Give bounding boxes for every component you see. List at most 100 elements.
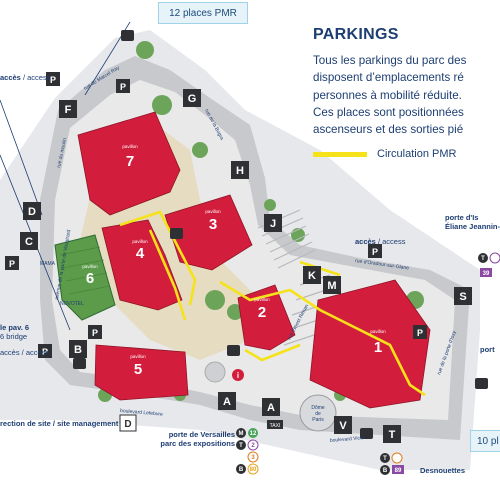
marker-c[interactable]: C bbox=[20, 232, 38, 250]
legend-title: PARKINGS bbox=[313, 26, 399, 43]
parking-icon-p2[interactable]: P bbox=[116, 79, 130, 93]
pavilion-2-building bbox=[237, 284, 296, 351]
transit-icons: M 12 T 2 3 B 80 T T B 89 39 bbox=[236, 252, 500, 475]
pmr-places-callout-top: 12 places PMR bbox=[158, 2, 248, 24]
svg-text:A: A bbox=[223, 396, 231, 408]
tram-line-2 bbox=[247, 439, 259, 451]
pmr-line-swatch bbox=[313, 151, 367, 157]
legend-line: disposent d’emplacements ré bbox=[313, 71, 464, 85]
metro-icon bbox=[236, 428, 246, 438]
metro-line-12 bbox=[248, 428, 258, 438]
marker-s[interactable]: S bbox=[454, 287, 472, 305]
svg-text:G: G bbox=[188, 93, 197, 105]
svg-text:NOVOTEL: NOVOTEL bbox=[60, 301, 84, 307]
marker-a-right[interactable]: A bbox=[262, 398, 280, 416]
bike-icon bbox=[227, 345, 240, 356]
pavilion-1-building bbox=[309, 279, 431, 409]
svg-text:J: J bbox=[270, 218, 276, 230]
svg-text:7: 7 bbox=[126, 153, 134, 170]
marker-v[interactable]: V bbox=[334, 416, 352, 434]
access-label-right: accès / access bbox=[355, 237, 406, 246]
svg-text:2: 2 bbox=[258, 304, 266, 321]
svg-text:B: B bbox=[239, 467, 244, 473]
parking-icon-p5[interactable]: P bbox=[38, 344, 52, 358]
bus-line-80 bbox=[247, 463, 259, 475]
svg-text:pavillon: pavillon bbox=[122, 144, 138, 149]
bike-icon bbox=[360, 428, 373, 439]
marker-d-top[interactable]: D bbox=[23, 202, 41, 220]
svg-text:F: F bbox=[65, 104, 72, 116]
porte-right-text: port bbox=[480, 345, 495, 354]
marker-d-bottom[interactable]: D bbox=[119, 414, 137, 432]
svg-text:de: de bbox=[315, 411, 321, 417]
svg-text:1: 1 bbox=[374, 339, 382, 356]
svg-text:39: 39 bbox=[483, 271, 490, 277]
tram-line-2b bbox=[489, 252, 500, 264]
marker-t[interactable]: T bbox=[383, 425, 401, 443]
marker-j[interactable]: J bbox=[264, 214, 282, 232]
pavilion-7-building bbox=[77, 111, 181, 216]
tram-icon-2 bbox=[478, 253, 488, 263]
tram-line-3 bbox=[247, 451, 259, 463]
legend-line: ascenseurs et des sorties pié bbox=[313, 123, 464, 137]
marker-f[interactable]: F bbox=[59, 100, 77, 118]
pavilions bbox=[77, 111, 431, 409]
svg-text:MAMA: MAMA bbox=[40, 261, 56, 267]
parking-icon-p7[interactable]: P bbox=[368, 244, 382, 258]
tram-icon bbox=[236, 440, 246, 450]
parking-icon-p6[interactable]: P bbox=[413, 325, 427, 339]
legend-key: Circulation PMR bbox=[313, 148, 456, 160]
tram-icon-3 bbox=[380, 453, 390, 463]
info-icon: i bbox=[232, 369, 244, 381]
svg-text:V: V bbox=[339, 420, 347, 432]
svg-text:B: B bbox=[74, 344, 82, 356]
access-fr: accès bbox=[355, 237, 376, 246]
svg-text:4: 4 bbox=[136, 245, 145, 262]
marker-h[interactable]: H bbox=[231, 161, 249, 179]
bike-icon bbox=[170, 228, 183, 239]
pavilion-5-building bbox=[94, 344, 189, 401]
svg-text:K: K bbox=[308, 270, 316, 282]
desnouettes-label: Desnouettes bbox=[420, 466, 465, 475]
pmr-circulation bbox=[119, 210, 426, 397]
parking-icon-p3[interactable]: P bbox=[5, 256, 19, 270]
svg-text:Paris: Paris bbox=[312, 417, 324, 423]
access-label-top-left: accès / access bbox=[0, 73, 51, 82]
bike-icon bbox=[475, 378, 488, 389]
parking-icon-p1[interactable]: P bbox=[46, 72, 60, 86]
marker-b[interactable]: B bbox=[69, 340, 87, 358]
svg-text:B: B bbox=[383, 468, 388, 474]
bike-icon bbox=[121, 30, 134, 41]
dome-de-paris bbox=[299, 394, 337, 432]
svg-text:12: 12 bbox=[250, 431, 257, 437]
svg-text:T: T bbox=[383, 456, 387, 462]
svg-text:D: D bbox=[124, 419, 131, 430]
pav6-bridge-en: 6 bridge bbox=[0, 332, 28, 341]
legend-line: Ces places sont positionnées bbox=[313, 105, 464, 119]
parking-legend: PARKINGS Tous les parkings du parc des d… bbox=[313, 22, 500, 172]
marker-a-left[interactable]: A bbox=[218, 392, 236, 410]
svg-text:D: D bbox=[28, 206, 36, 218]
svg-text:5: 5 bbox=[134, 361, 142, 378]
svg-text:Dôme: Dôme bbox=[311, 405, 325, 411]
svg-text:pavillon: pavillon bbox=[370, 329, 386, 334]
pavilion-3-building bbox=[164, 194, 253, 271]
site-management-text: rection de site / site management bbox=[0, 419, 119, 428]
tram-line-3b bbox=[391, 452, 403, 464]
marker-m[interactable]: M bbox=[323, 276, 341, 294]
porte-issy-line1: porte d'Is bbox=[445, 213, 479, 222]
marker-g[interactable]: G bbox=[183, 89, 201, 107]
svg-text:6: 6 bbox=[86, 270, 94, 287]
svg-text:T: T bbox=[389, 429, 396, 441]
marker-k[interactable]: K bbox=[303, 266, 321, 284]
parking-icons: P P P P P P P bbox=[5, 72, 427, 358]
svg-text:P: P bbox=[92, 328, 98, 338]
parking-icon-p4[interactable]: P bbox=[88, 325, 102, 339]
legend-line: Tous les parkings du parc des bbox=[313, 54, 467, 67]
access-en: access bbox=[27, 73, 51, 82]
svg-text:S: S bbox=[459, 291, 466, 303]
svg-text:M: M bbox=[239, 431, 244, 437]
